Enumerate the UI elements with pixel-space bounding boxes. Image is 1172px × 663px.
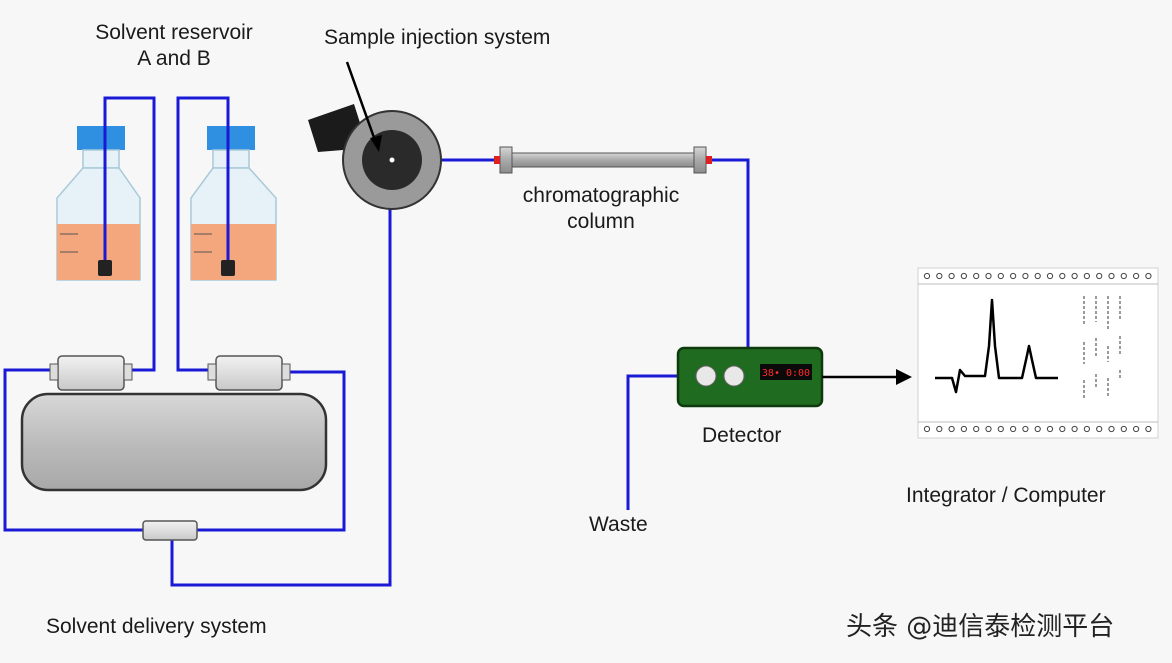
sprocket-hole	[1034, 272, 1041, 280]
tube-pump-left-loop	[3, 368, 145, 532]
sprocket-hole	[1059, 272, 1066, 280]
pump-head-right-fitting-l	[207, 363, 217, 381]
sprocket-hole	[1010, 425, 1017, 433]
solvent-bottle-b	[190, 98, 277, 281]
pump-head-left-fitting-l	[49, 363, 59, 381]
integrator-label: Integrator / Computer	[906, 484, 1106, 507]
signal-arrowhead	[896, 369, 912, 385]
sprocket-hole	[1096, 425, 1103, 433]
pump-head-right-fitting-r	[281, 363, 291, 381]
solvent-liquid	[57, 224, 140, 280]
sprocket-hole	[936, 425, 943, 433]
solvent-delivery-pump	[20, 355, 328, 541]
tube-pump-right-loop	[195, 370, 346, 532]
bottle-cap	[77, 126, 125, 150]
solvent-bottle-a	[56, 98, 141, 281]
sprocket-hole	[973, 425, 980, 433]
bottle-neck	[82, 149, 120, 169]
sprocket-hole	[985, 272, 992, 280]
sprocket-hole	[936, 272, 943, 280]
detector-knob-1	[695, 365, 717, 387]
solvent-reservoir-label-line2: A and B	[137, 47, 211, 70]
sprocket-hole	[948, 425, 955, 433]
pump-head-right	[215, 355, 283, 391]
mixer	[142, 520, 198, 541]
sprocket-hole	[1071, 425, 1078, 433]
tube-detector-to-waste	[626, 374, 682, 510]
sprocket-hole	[1096, 272, 1103, 280]
column-outlet-fitting	[706, 156, 712, 164]
detector-knob-2	[723, 365, 745, 387]
column-label-line1: chromatographic	[522, 184, 680, 207]
column-tube	[509, 152, 697, 168]
detector-display-text: 38• 0:00	[762, 368, 810, 379]
sprocket-hole	[1108, 272, 1115, 280]
sprocket-hole	[923, 425, 931, 433]
waste-label: Waste	[589, 513, 648, 536]
detector-unit: 38• 0:00	[676, 346, 912, 408]
sample-injection-label: Sample injection system	[324, 26, 551, 49]
inlet-filter	[98, 260, 112, 276]
sprocket-hole	[1083, 425, 1091, 433]
sprocket-hole	[973, 272, 980, 280]
printout-paper	[917, 267, 1159, 439]
sample-injector	[308, 61, 442, 210]
sprocket-hole	[948, 272, 955, 280]
chromatogram-trace	[935, 298, 1058, 394]
column-label-line2: column	[567, 210, 635, 233]
sprocket-hole	[1145, 272, 1152, 280]
sprocket-hole	[985, 425, 992, 433]
sprocket-hole	[1010, 272, 1017, 280]
sprocket-hole	[1059, 425, 1066, 433]
column-endcap-left	[499, 146, 513, 174]
sprocket-hole	[1083, 272, 1091, 280]
sprocket-hole	[1022, 425, 1029, 433]
chromatographic-column	[494, 146, 712, 174]
sprocket-hole	[960, 425, 968, 433]
bottle-neck	[212, 149, 250, 169]
printout-top-holes	[923, 272, 1152, 280]
pump-body	[20, 392, 328, 492]
sprocket-hole	[1046, 272, 1054, 280]
injector-port	[389, 157, 395, 163]
sprocket-hole	[1145, 425, 1152, 433]
column-inlet-fitting	[494, 156, 500, 164]
sprocket-hole	[1108, 425, 1115, 433]
solvent-delivery-label: Solvent delivery system	[46, 615, 267, 638]
detector-label: Detector	[702, 424, 782, 447]
solvent-reservoir-label: Solvent reservoir A and B	[62, 20, 286, 72]
printout-bottom-holes	[923, 425, 1152, 433]
tube-mixer-to-injector	[170, 200, 392, 587]
integrator-printout	[917, 267, 1159, 439]
sprocket-hole	[1071, 272, 1078, 280]
column-endcap-right	[693, 146, 707, 174]
column-label: chromatographic column	[490, 183, 712, 235]
tube-column-to-detector	[706, 158, 750, 350]
inlet-filter	[221, 260, 235, 276]
sprocket-hole	[960, 272, 968, 280]
sprocket-hole	[1022, 272, 1029, 280]
sprocket-hole	[1034, 425, 1041, 433]
bottle-cap	[207, 126, 255, 150]
detector-display	[760, 364, 812, 380]
sprocket-hole	[923, 272, 931, 280]
sprocket-hole	[1133, 272, 1140, 280]
watermark: 头条 @迪信泰检测平台	[846, 612, 1115, 642]
sprocket-hole	[1120, 272, 1127, 280]
sprocket-hole	[997, 272, 1004, 280]
sprocket-hole	[1120, 425, 1127, 433]
solvent-liquid	[191, 224, 276, 280]
sprocket-hole	[1133, 425, 1140, 433]
pointer-arrowhead	[370, 135, 382, 152]
pump-head-left	[57, 355, 125, 391]
sprocket-hole	[997, 425, 1004, 433]
sprocket-hole	[1046, 425, 1054, 433]
printout-report-text-lines	[1083, 296, 1121, 398]
pointer-arrow	[345, 61, 379, 147]
pump-head-left-fitting-r	[123, 363, 133, 381]
solvent-reservoir-label-line1: Solvent reservoir	[95, 21, 253, 44]
